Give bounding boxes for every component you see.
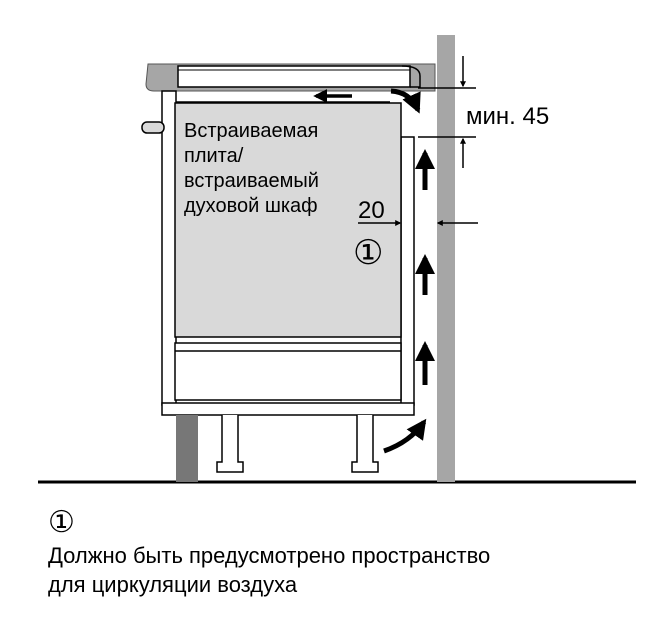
hob-top <box>177 65 411 88</box>
wall <box>437 35 455 482</box>
appliance-label-line: Встраиваемая <box>184 120 318 142</box>
legend-marker: ① <box>48 506 75 539</box>
airflow-inlet-arrow <box>383 418 427 454</box>
airflow-turn-arrow <box>390 88 421 114</box>
adjacent-plinth <box>176 415 198 482</box>
legend-text-line: для циркуляции воздуха <box>48 572 298 597</box>
appliance-label-line: встраиваемый <box>184 170 319 192</box>
cabinet-back-panel <box>400 136 415 406</box>
appliance-body <box>174 102 402 338</box>
cabinet-plinth-board <box>161 402 415 416</box>
oven-handle <box>141 121 165 134</box>
legend-text-line: Должно быть предусмотрено пространство <box>48 543 491 568</box>
callout-marker: ① <box>353 234 383 272</box>
drawer <box>174 342 402 401</box>
cabinet-leg-left <box>216 415 244 473</box>
dim-label-min45: мин. 45 <box>466 103 549 130</box>
cabinet-side-left <box>161 90 177 406</box>
cabinet-leg-right <box>351 415 379 473</box>
appliance-label-line: плита/ <box>184 145 244 167</box>
appliance-label-line: духовой шкаф <box>184 195 318 217</box>
dim-label-20: 20 <box>358 197 385 224</box>
hob-edge <box>401 65 421 88</box>
